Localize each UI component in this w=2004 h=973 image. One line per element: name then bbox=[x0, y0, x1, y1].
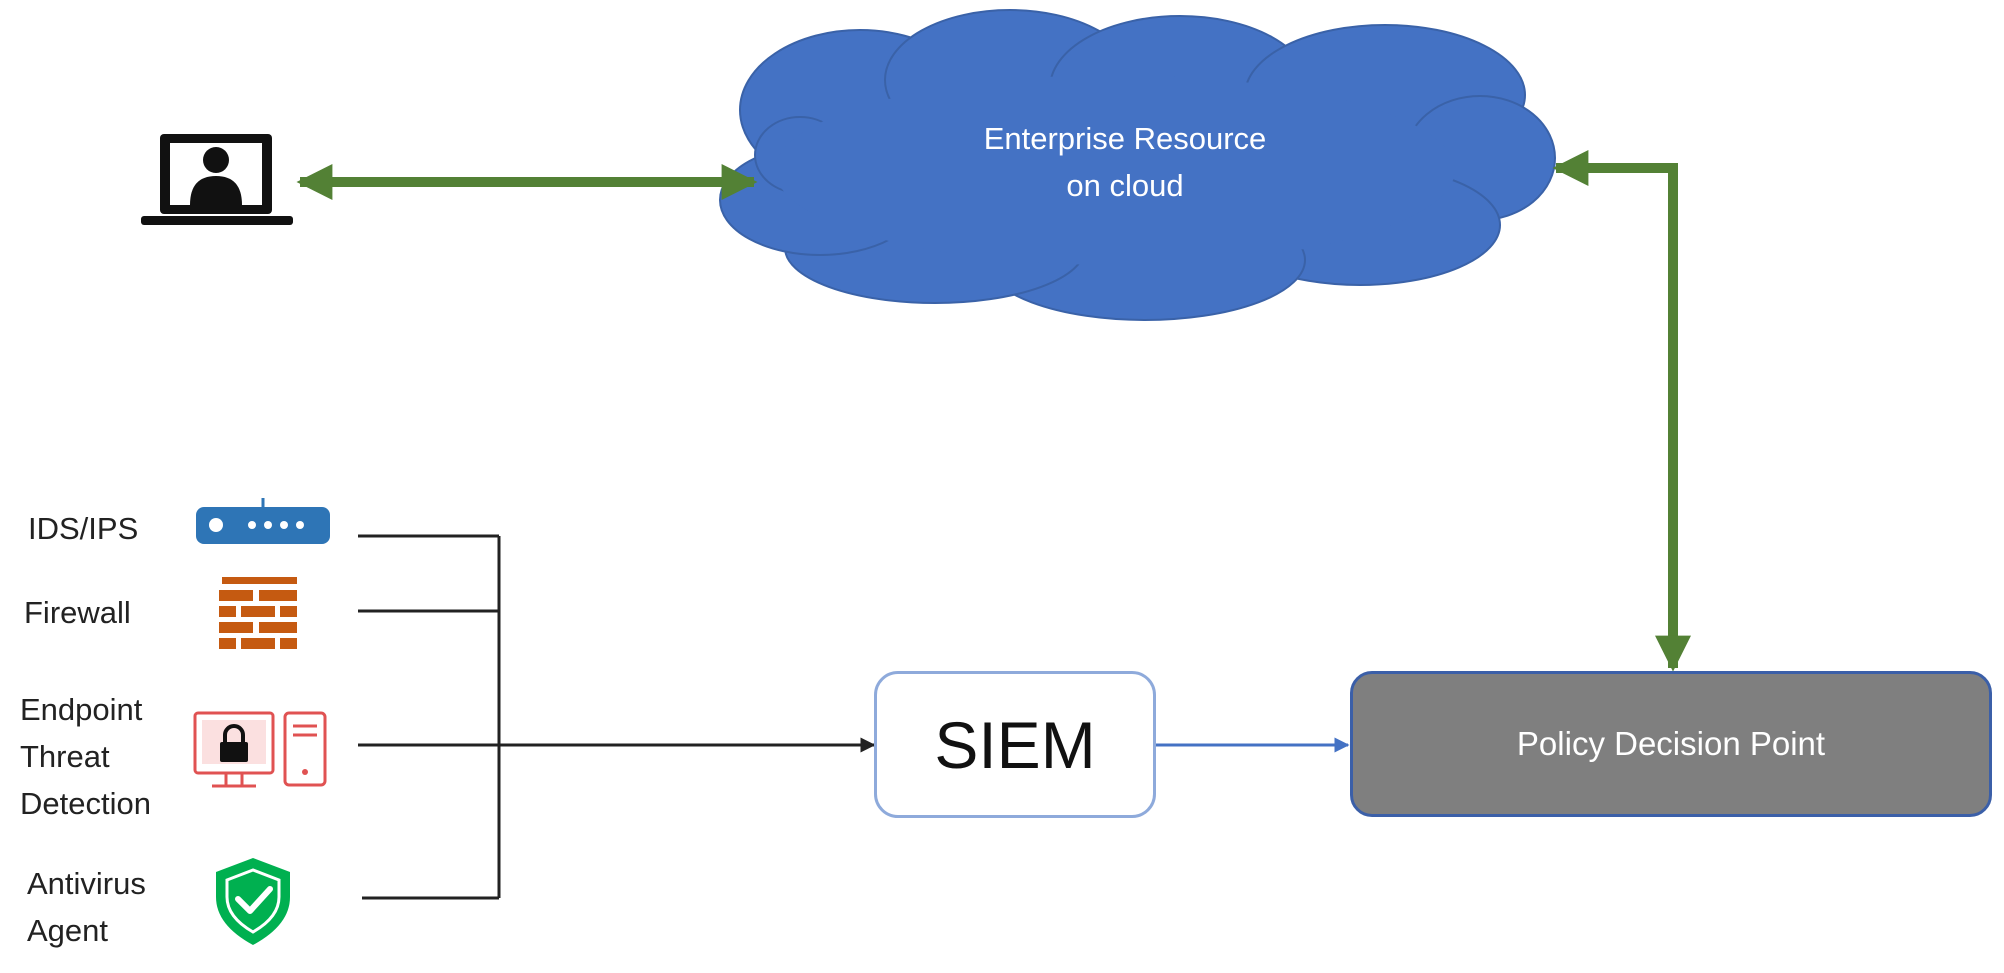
pdp-label: Policy Decision Point bbox=[1516, 725, 1826, 762]
source-label-firewall: Firewall bbox=[24, 595, 131, 630]
cloud-shape bbox=[719, 9, 1556, 321]
siem-node: SIEM bbox=[874, 671, 1156, 818]
source-label-endpoint-threat-detection: Endpoint Threat Detection bbox=[20, 692, 151, 821]
cloud-pdp-arrow bbox=[1552, 150, 1691, 672]
firewall-icon bbox=[219, 577, 297, 649]
source-label-ids-ips: IDS/IPS bbox=[28, 511, 139, 546]
siem-label: SIEM bbox=[934, 707, 1096, 782]
antivirus-shield-icon bbox=[216, 858, 290, 945]
source-label-antivirus-agent: Antivirus Agent bbox=[27, 866, 146, 948]
sources-connector bbox=[358, 534, 501, 900]
policy-decision-point-node: Policy Decision Point bbox=[1350, 671, 1992, 817]
laptop-user-icon bbox=[141, 134, 293, 225]
cloud-label: Enterprise Resource on cloud bbox=[983, 121, 1267, 203]
ids-ips-device-icon bbox=[196, 498, 330, 544]
endpoint-security-icon bbox=[193, 711, 327, 788]
